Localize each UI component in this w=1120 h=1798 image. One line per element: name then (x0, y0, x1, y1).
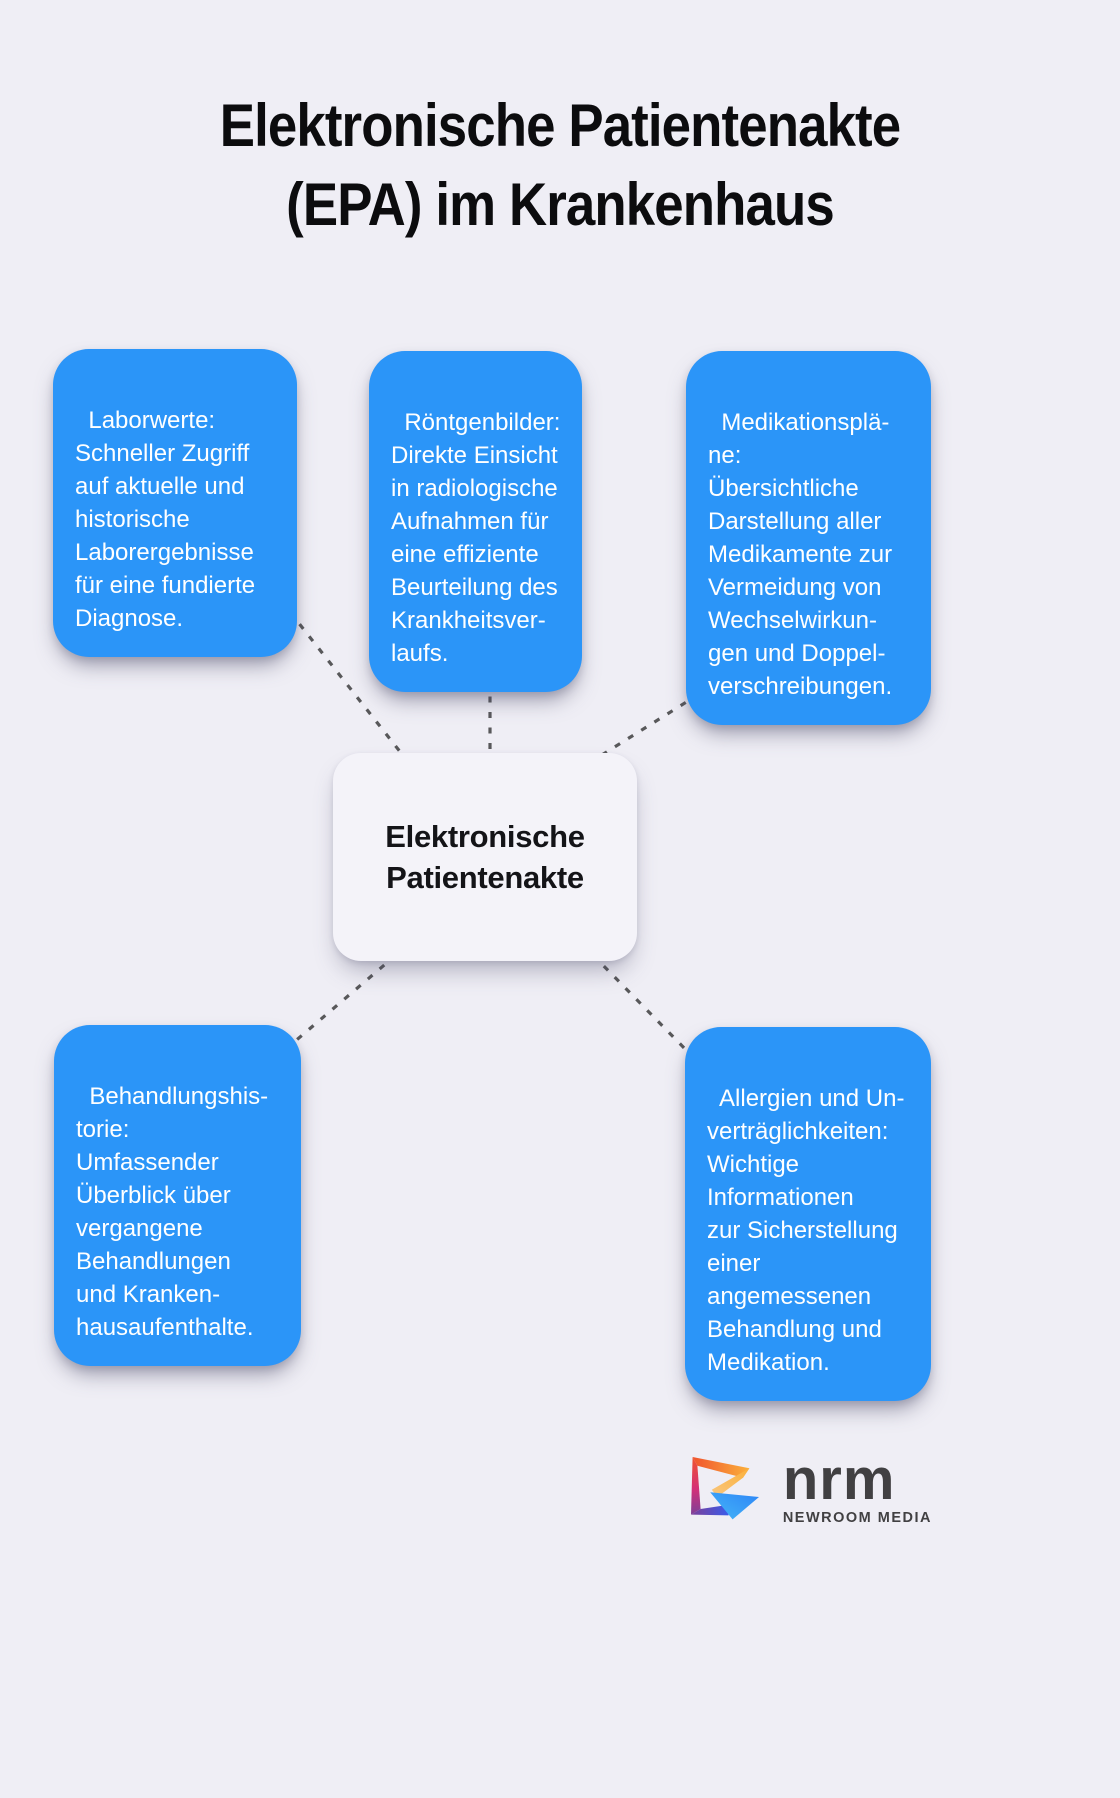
node-allergien: Allergien und Un- verträglichkeiten: Wic… (685, 1027, 931, 1401)
node-medikationsplaene: Medikationsplä- ne: Übersichtliche Darst… (686, 351, 931, 725)
brand-name: nrm (782, 1446, 896, 1512)
node-behandlungshistorie-text: Behandlungshis- torie: Umfassender Überb… (76, 1083, 269, 1341)
node-medikationsplaene-text: Medikationsplä- ne: Übersichtliche Darst… (708, 409, 893, 700)
node-laborwerte-text: Laborwerte: Schneller Zugriff auf aktuel… (75, 407, 256, 632)
page-title: Elektronische Patientenakte (EPA) im Kra… (219, 92, 901, 238)
node-roentgenbilder: Röntgenbilder: Direkte Einsicht in radio… (369, 351, 582, 692)
node-center: Elektronische Patientenakte (333, 753, 637, 961)
brand-logo: nrm NEWROOM MEDIA (687, 1446, 932, 1526)
connector-behandlungshistorie-center (291, 953, 398, 1045)
node-laborwerte: Laborwerte: Schneller Zugriff auf aktuel… (53, 349, 297, 657)
node-center-text: Elektronische Patientenakte (385, 819, 585, 895)
node-allergien-text: Allergien und Un- verträglichkeiten: Wic… (707, 1085, 905, 1376)
brand-text: nrm NEWROOM MEDIA (782, 1446, 932, 1526)
node-roentgenbilder-text: Röntgenbilder: Direkte Einsicht in radio… (391, 409, 561, 667)
node-behandlungshistorie: Behandlungshis- torie: Umfassender Überb… (54, 1025, 301, 1366)
newroom-media-logo-icon (690, 1457, 759, 1520)
brand-tagline: NEWROOM MEDIA (782, 1509, 932, 1526)
connector-medikationsplaene-center (596, 684, 713, 760)
connector-allergien-center (591, 953, 694, 1058)
